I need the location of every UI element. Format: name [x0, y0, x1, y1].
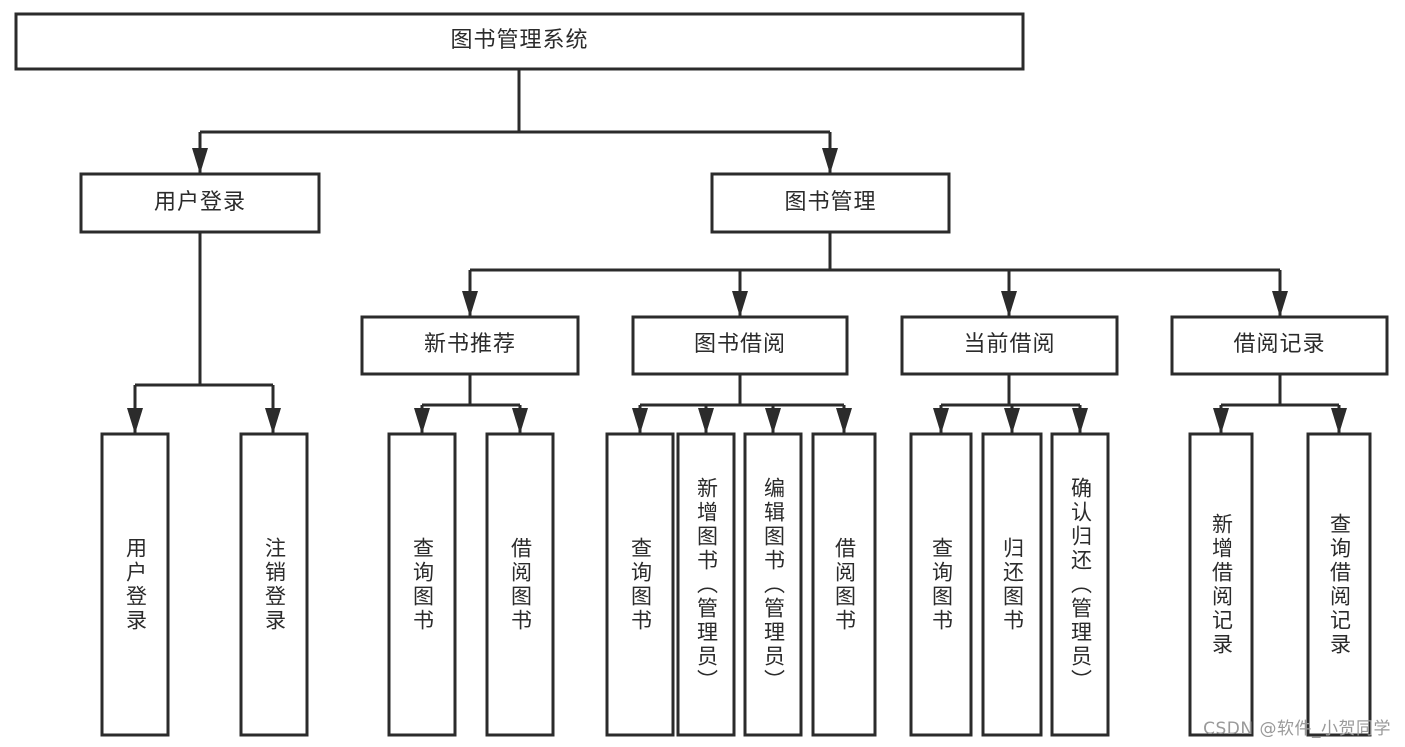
leaf-node-leaf-borrow-book-1-box[interactable]	[485, 432, 555, 737]
leaf-branch-arrow-icon	[698, 408, 714, 434]
book-manage-branch-arrow-icon	[732, 291, 748, 317]
leaf-branch-arrow-icon	[836, 408, 852, 434]
level3-node-new-book-recommend-box[interactable]	[360, 315, 580, 376]
leaf-branch-arrow-icon	[512, 408, 528, 434]
connector-edges-group	[127, 69, 1347, 434]
leaf-branch-arrow-icon	[765, 408, 781, 434]
leaf-branch-arrow-icon	[1004, 408, 1020, 434]
book-manage-branch-arrow-icon	[1001, 291, 1017, 317]
leaf-node-leaf-borrow-book-2-box[interactable]	[811, 432, 877, 737]
leaf-node-leaf-query-book-1-box[interactable]	[387, 432, 457, 737]
leaf-branch-arrow-icon	[1213, 408, 1229, 434]
level3-node-book-borrow-box[interactable]	[631, 315, 849, 376]
leaf-branch-arrow-icon	[632, 408, 648, 434]
leaf-node-leaf-query-record-box[interactable]	[1306, 432, 1372, 737]
leaf-node-leaf-user-login-box[interactable]	[100, 432, 170, 737]
leaf-node-leaf-edit-book-box[interactable]	[743, 432, 803, 737]
leaf-branch-arrow-icon	[1331, 408, 1347, 434]
node-boxes-group	[14, 12, 1389, 737]
leaf-node-leaf-query-book-2-box[interactable]	[605, 432, 675, 737]
user-login-branch-arrow-icon	[265, 408, 281, 434]
leaf-node-leaf-return-book-box[interactable]	[981, 432, 1043, 737]
root-branch-arrow-icon	[822, 148, 838, 174]
user-login-branch-arrow-icon	[127, 408, 143, 434]
root-branch-arrow-icon	[192, 148, 208, 174]
level3-node-current-borrow-box[interactable]	[900, 315, 1119, 376]
root-node-book-management-system-box[interactable]	[14, 12, 1025, 71]
leaf-node-leaf-add-record-box[interactable]	[1188, 432, 1254, 737]
book-manage-branch-arrow-icon	[1272, 291, 1288, 317]
leaf-node-leaf-add-book-box[interactable]	[676, 432, 736, 737]
leaf-node-leaf-query-book-3-box[interactable]	[909, 432, 973, 737]
leaf-branch-arrow-icon	[414, 408, 430, 434]
leaf-branch-arrow-icon	[1072, 408, 1088, 434]
leaf-node-leaf-logout-login-box[interactable]	[239, 432, 309, 737]
book-manage-branch-arrow-icon	[462, 291, 478, 317]
leaf-node-leaf-confirm-return-box[interactable]	[1050, 432, 1110, 737]
level2-node-user-login-box[interactable]	[79, 172, 321, 234]
leaf-branch-arrow-icon	[933, 408, 949, 434]
level3-node-borrow-record-box[interactable]	[1170, 315, 1389, 376]
level2-node-book-manage-box[interactable]	[710, 172, 951, 234]
